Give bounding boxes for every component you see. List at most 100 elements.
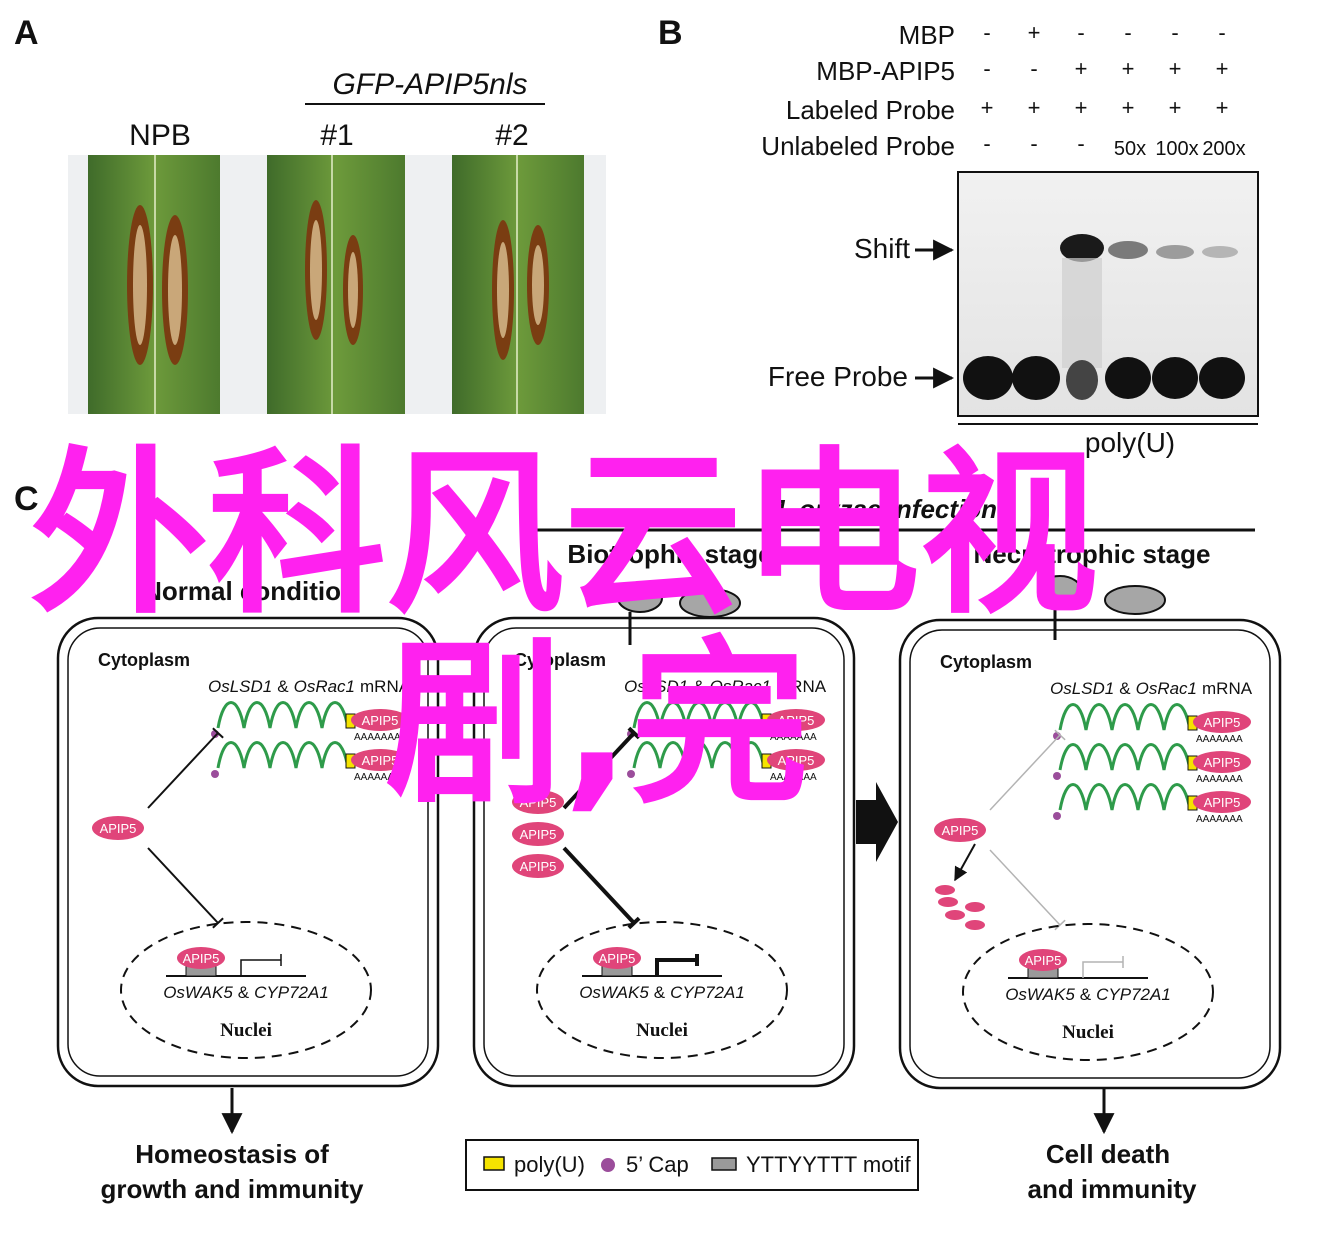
row-value: +	[1122, 56, 1135, 81]
inhibition-bar	[212, 727, 224, 739]
polya-text: AAAAAAA	[1196, 814, 1243, 825]
cap-dot	[627, 770, 635, 778]
row-value: -	[1124, 20, 1131, 45]
panel-c: C M. oryzae infection Normal condition B…	[14, 480, 1282, 1204]
emsa-condition-table: MBP-+----MBP-APIP5--++++Labeled Probe+++…	[761, 20, 1245, 161]
degraded-fragment	[935, 885, 955, 895]
row-value: +	[1028, 95, 1041, 120]
row-value: +	[1216, 56, 1229, 81]
row-value: 200x	[1202, 138, 1245, 160]
target-gene-2: CYP72A1	[670, 983, 745, 1002]
mrna-label-part: OsLSD1	[208, 677, 272, 696]
normal-condition-label: Normal condition	[143, 576, 357, 606]
panel-b-letter: B	[658, 14, 683, 52]
mrna-strand	[632, 741, 766, 769]
free-probe-band	[1105, 357, 1151, 399]
infection-header: M. oryzae infection	[763, 494, 997, 524]
cell-wall	[898, 618, 1282, 1090]
degraded-fragment	[965, 920, 985, 930]
row-value: 100x	[1155, 138, 1198, 160]
row-value: -	[1030, 56, 1037, 81]
motif-swatch	[711, 1157, 737, 1171]
cytoplasm-label: Cytoplasm	[940, 652, 1032, 672]
cell-membrane	[909, 629, 1271, 1079]
transcription-start	[655, 958, 697, 976]
apip5-label: APIP5	[1025, 953, 1062, 968]
free-probe-label: Free Probe	[768, 361, 908, 392]
shift-band	[1156, 245, 1194, 259]
row-value: -	[983, 131, 990, 156]
mrna-label-part: OsRac1	[710, 677, 771, 696]
inhibition-line	[562, 731, 636, 810]
polyu-swatch	[483, 1156, 505, 1171]
row-value: +	[1122, 95, 1135, 120]
apip5-protein	[512, 822, 564, 846]
apip5-protein	[1193, 791, 1251, 813]
free-probe-band	[1012, 356, 1060, 400]
inhibition-bar	[1054, 919, 1066, 931]
cytoplasm-label: Cytoplasm	[514, 650, 606, 670]
mrna-strand	[632, 701, 766, 729]
apip5-label: APIP5	[520, 859, 557, 874]
row-label: Labeled Probe	[786, 95, 955, 125]
nucleus	[536, 921, 788, 1059]
outcome-left-line1: Homeostasis of	[135, 1139, 329, 1169]
inhibition-line	[989, 734, 1061, 811]
fungus-biotrophic	[617, 583, 741, 645]
apip5-protein	[934, 818, 986, 842]
degraded-fragment	[965, 902, 985, 912]
apip5-protein	[1193, 751, 1251, 773]
inhibition-bar	[627, 916, 641, 930]
polya-text: AAAAAAA	[770, 772, 817, 783]
apip5-label: APIP5	[100, 821, 137, 836]
mrna-label-part: mRNA	[360, 677, 411, 696]
shift-label: Shift	[854, 233, 910, 264]
legend: poly(U) 5’ Cap YTTYYTTT motif	[465, 1139, 919, 1191]
inhibition-line	[147, 847, 219, 924]
nuclei-label: Nuclei	[636, 1020, 688, 1041]
cytoplasm-label: Cytoplasm	[98, 650, 190, 670]
cap-dot	[1053, 812, 1061, 820]
target-genes: OsWAK5&CYP72A1	[163, 983, 329, 1002]
row-value: -	[983, 20, 990, 45]
row-value: +	[1028, 20, 1041, 45]
necrotrophic-label: Necrotrophic stage	[974, 539, 1211, 569]
polya-text: AAAAAAA	[354, 772, 401, 783]
panel-b: B MBP-+----MBP-APIP5--++++Labeled Probe+…	[658, 14, 1259, 458]
row-value: +	[981, 95, 994, 120]
row-value: -	[1030, 131, 1037, 156]
target-gene-amp: &	[1080, 985, 1092, 1004]
apip5-protein	[512, 854, 564, 878]
fungus-necrotrophic	[1037, 575, 1166, 640]
cap-swatch	[601, 1158, 615, 1172]
apip5-label: APIP5	[599, 951, 636, 966]
target-gene-amp: &	[654, 983, 666, 1002]
row-value: +	[1169, 95, 1182, 120]
apip5-protein	[767, 749, 825, 771]
degraded-fragment	[938, 897, 958, 907]
target-genes: OsWAK5&CYP72A1	[1005, 985, 1171, 1004]
polya-text: AAAAAAA	[770, 732, 817, 743]
row-value: +	[1216, 95, 1229, 120]
apip5-protein	[767, 709, 825, 731]
cell-wall	[56, 616, 440, 1088]
mrna-label-part: &	[1119, 679, 1131, 698]
polyu-label: poly(U)	[1085, 427, 1175, 458]
target-gene-2: CYP72A1	[1096, 985, 1171, 1004]
row-value: +	[1169, 56, 1182, 81]
target-gene-2: CYP72A1	[254, 983, 329, 1002]
row-value: -	[983, 56, 990, 81]
mrna-label-part: OsRac1	[1136, 679, 1197, 698]
apip5-label: APIP5	[1204, 795, 1241, 810]
leaf-line1	[267, 155, 405, 414]
inhibition-line	[989, 849, 1061, 926]
apip5-protein	[593, 947, 641, 969]
outcome-right-line2: and immunity	[1027, 1174, 1197, 1204]
apip5-label: APIP5	[942, 823, 979, 838]
apip5-protein	[351, 709, 409, 731]
row-value: 50x	[1114, 138, 1146, 160]
